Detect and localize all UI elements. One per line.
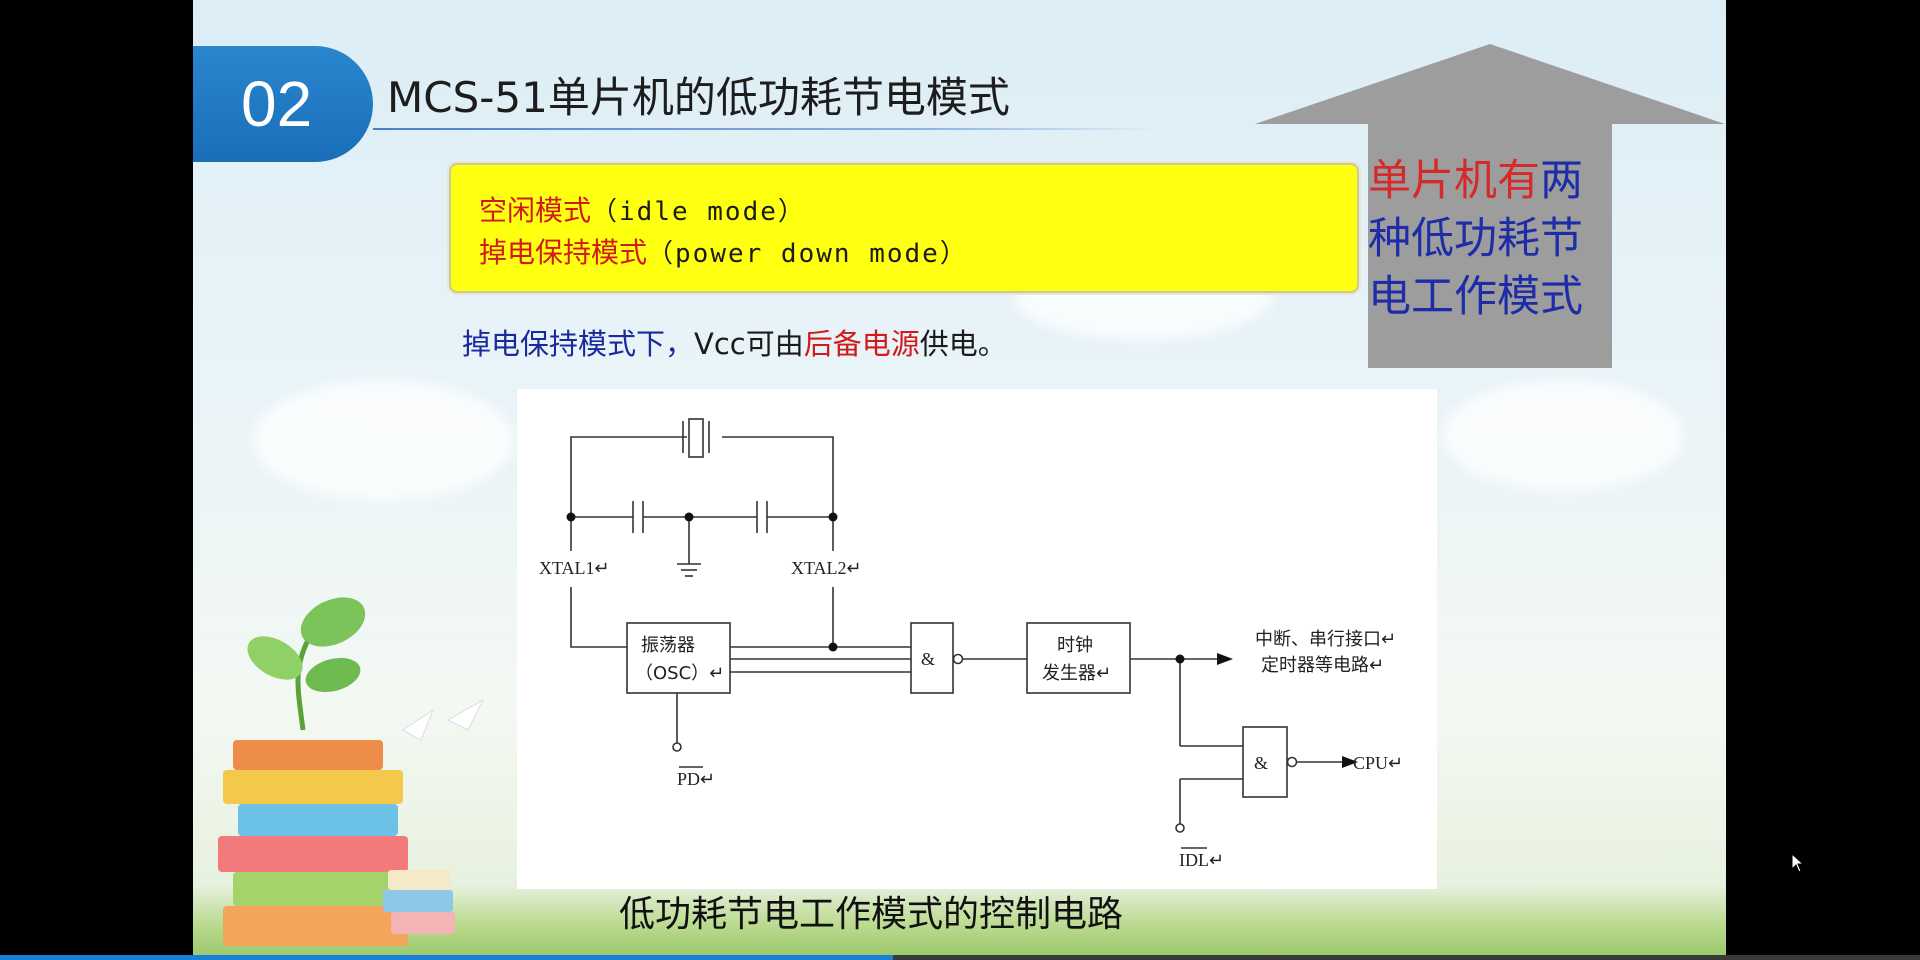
- osc-label-1: 振荡器: [641, 635, 695, 656]
- note-part2: Vcc可由: [694, 327, 804, 361]
- powerdown-note: 掉电保持模式下，Vcc可由后备电源供电。: [462, 321, 1007, 363]
- books-and-plant-illustration: [218, 597, 485, 946]
- powerdown-mode-line: 掉电保持模式（power down mode）: [479, 231, 968, 271]
- output-label-2: 定时器等电路↵: [1261, 655, 1384, 676]
- clock-label-2: 发生器↵: [1042, 663, 1111, 684]
- cloud: [1443, 380, 1683, 490]
- pd-label: PD↵: [677, 769, 715, 789]
- section-number-badge: 02: [193, 46, 373, 162]
- diagram-caption: 低功耗节电工作模式的控制电路: [619, 894, 1124, 935]
- title-underline: [373, 128, 1158, 130]
- circuit-svg: XTAL1↵ XTAL2↵ 振荡器 （OSC）↵ & 时钟 发生器↵ 中断、串行…: [539, 418, 1403, 870]
- playback-progress-bar[interactable]: [0, 955, 1920, 960]
- arrow-line-1: 单片机有两: [1368, 152, 1618, 210]
- powerdown-mode-en: （power down mode）: [647, 239, 968, 269]
- arrow-callout-text: 单片机有两 种低功耗节 电工作模式: [1368, 152, 1618, 326]
- mode-list-box: 空闲模式（idle mode） 掉电保持模式（power down mode）: [449, 163, 1359, 293]
- xtal2-label: XTAL2↵: [791, 558, 862, 578]
- idle-mode-cn: 空闲模式: [479, 194, 592, 227]
- idl-label: IDL↵: [1179, 850, 1224, 870]
- idle-mode-en: （idle mode）: [591, 197, 806, 227]
- cloud: [253, 380, 513, 500]
- and-gate-2-label: &: [1254, 753, 1268, 773]
- circuit-diagram: XTAL1↵ XTAL2↵ 振荡器 （OSC）↵ & 时钟 发生器↵ 中断、串行…: [517, 389, 1437, 889]
- arrow-line-1-red: 单片机有: [1368, 156, 1540, 206]
- slide-title: MCS-51单片机的低功耗节电模式: [387, 73, 1010, 122]
- note-part4: 供电。: [919, 327, 1007, 361]
- arrow-line-3: 电工作模式: [1368, 272, 1583, 322]
- mouse-cursor-icon: [1791, 853, 1805, 873]
- note-part1: 掉电保持模式下，: [462, 327, 695, 361]
- cpu-label: CPU↵: [1353, 753, 1403, 773]
- idle-mode-line: 空闲模式（idle mode）: [479, 189, 806, 229]
- up-arrow-shape: [1255, 44, 1725, 368]
- clock-label-1: 时钟: [1057, 635, 1093, 656]
- xtal1-label: XTAL1↵: [539, 558, 610, 578]
- arrow-line-2: 种低功耗节: [1368, 214, 1583, 264]
- note-part3: 后备电源: [803, 327, 920, 361]
- arrow-line-1-blue: 两: [1540, 156, 1583, 206]
- osc-label-2: （OSC）↵: [635, 663, 724, 684]
- and-gate-1-label: &: [921, 649, 935, 669]
- output-label-1: 中断、串行接口↵: [1255, 629, 1396, 650]
- powerdown-mode-cn: 掉电保持模式: [479, 236, 648, 269]
- playback-progress-fill: [0, 955, 893, 960]
- slide: 02 MCS-51单片机的低功耗节电模式 空闲模式（idle mode） 掉电保…: [193, 0, 1726, 955]
